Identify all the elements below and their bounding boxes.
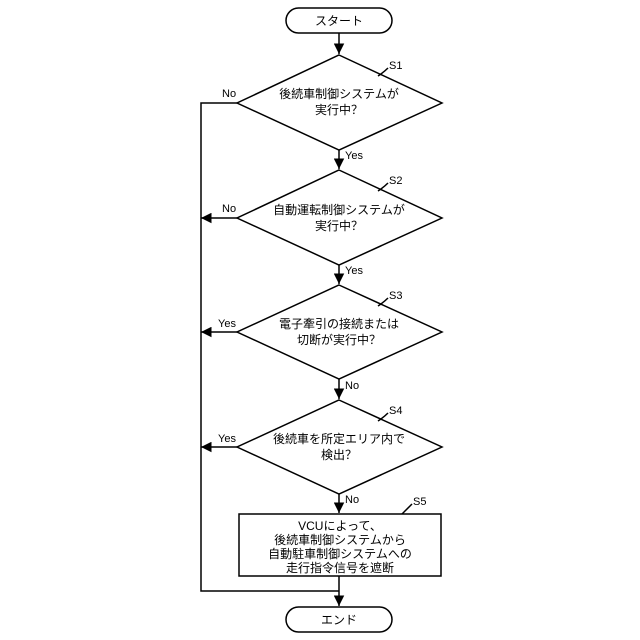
s2-yes-label: Yes xyxy=(345,265,363,277)
s4-yes-label: Yes xyxy=(218,433,236,445)
s1-yes-label: Yes xyxy=(345,150,363,162)
decision-s4: 後続車を所定エリア内で 検出？ S4 Yes No xyxy=(218,400,442,506)
s4-line-2: 検出？ xyxy=(321,448,357,462)
s3-yes-label: Yes xyxy=(218,318,236,330)
s5-line-3: 自動駐車制御システムへの xyxy=(268,546,412,561)
s2-no-label: No xyxy=(222,203,236,215)
decision-s2: 自動運転制御システムが 実行中？ S2 No Yes xyxy=(222,170,442,277)
s4-no-label: No xyxy=(345,494,359,506)
s1-id: S1 xyxy=(389,60,402,72)
s3-no-label: No xyxy=(345,380,359,392)
s5-line-1: VCUによって、 xyxy=(298,519,382,533)
s5-id-tick xyxy=(402,504,412,514)
end-label: エンド xyxy=(321,613,357,627)
s2-id: S2 xyxy=(389,175,402,187)
start-terminal: スタート xyxy=(286,8,392,33)
s1-line-2: 実行中？ xyxy=(315,102,363,117)
s1-line-1: 後続車制御システムが xyxy=(279,86,399,101)
decision-s3: 電子牽引の接続または 切断が実行中？ S3 Yes No xyxy=(218,285,442,392)
s2-line-2: 実行中？ xyxy=(315,218,363,233)
s3-line-2: 切断が実行中？ xyxy=(297,332,381,347)
s5-line-4: 走行指令信号を遮断 xyxy=(286,560,394,575)
s5-line-2: 後続車制御システムから xyxy=(274,532,406,547)
s3-id: S3 xyxy=(389,290,402,302)
s3-line-1: 電子牽引の接続または xyxy=(279,316,399,331)
process-s5: VCUによって、 後続車制御システムから 自動駐車制御システムへの 走行指令信号… xyxy=(239,496,441,576)
s4-line-1: 後続車を所定エリア内で xyxy=(273,431,405,446)
s5-id: S5 xyxy=(413,496,426,508)
s4-id: S4 xyxy=(389,405,402,417)
end-terminal: エンド xyxy=(286,607,392,632)
s2-line-1: 自動運転制御システムが xyxy=(273,202,405,217)
start-label: スタート xyxy=(315,14,363,28)
decision-s1: 後続車制御システムが 実行中？ S1 No Yes xyxy=(222,55,442,162)
s1-no-label: No xyxy=(222,88,236,100)
